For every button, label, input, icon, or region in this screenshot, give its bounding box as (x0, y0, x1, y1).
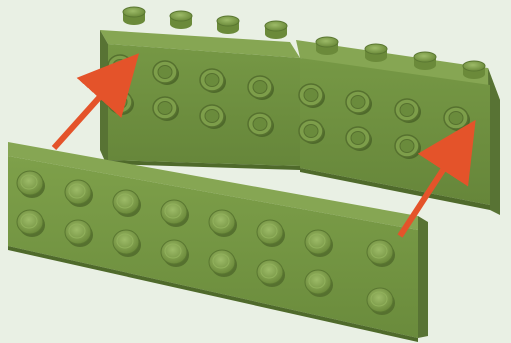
left-arrow (51, 53, 140, 151)
plate-studs (16, 170, 395, 315)
stud-plate (366, 287, 395, 315)
stud-plate (366, 239, 395, 267)
stud-plate (304, 229, 333, 257)
stud-plate (304, 269, 333, 297)
stud-top (462, 60, 486, 79)
stud-plate (16, 209, 45, 237)
stud-face (394, 98, 421, 123)
stud-top (413, 51, 437, 70)
stud-plate (256, 219, 285, 247)
stud-plate (160, 239, 189, 267)
stud-plate (160, 199, 189, 227)
bracket-left (100, 6, 300, 170)
stud-face (247, 112, 274, 137)
stud-top (264, 20, 288, 39)
stud-face (152, 60, 179, 85)
arrows (51, 53, 476, 238)
stud-top (364, 43, 388, 62)
stud-plate (112, 229, 141, 257)
stud-face (199, 68, 226, 93)
stud-face (345, 90, 372, 115)
stud-face (247, 75, 274, 100)
stud-top (216, 15, 240, 34)
stud-plate (256, 259, 285, 287)
stud-face (199, 104, 226, 129)
bracket-left-top-studs (122, 6, 288, 39)
stud-plate (208, 249, 237, 277)
lower-plate (8, 142, 428, 342)
stud-plate (64, 219, 93, 247)
bracket-right-top-studs (315, 36, 486, 79)
bracket-right (296, 36, 500, 215)
stud-plate (112, 189, 141, 217)
stud-face (298, 83, 325, 108)
stud-plate (16, 170, 45, 198)
stud-plate (64, 179, 93, 207)
stud-top (169, 10, 193, 29)
stud-face (298, 119, 325, 144)
stud-plate (208, 209, 237, 237)
stud-face (394, 134, 421, 159)
stud-face (152, 96, 179, 121)
right-arrow (397, 119, 476, 238)
stud-top (122, 6, 146, 25)
stud-face (345, 126, 372, 151)
stud-top (315, 36, 339, 55)
